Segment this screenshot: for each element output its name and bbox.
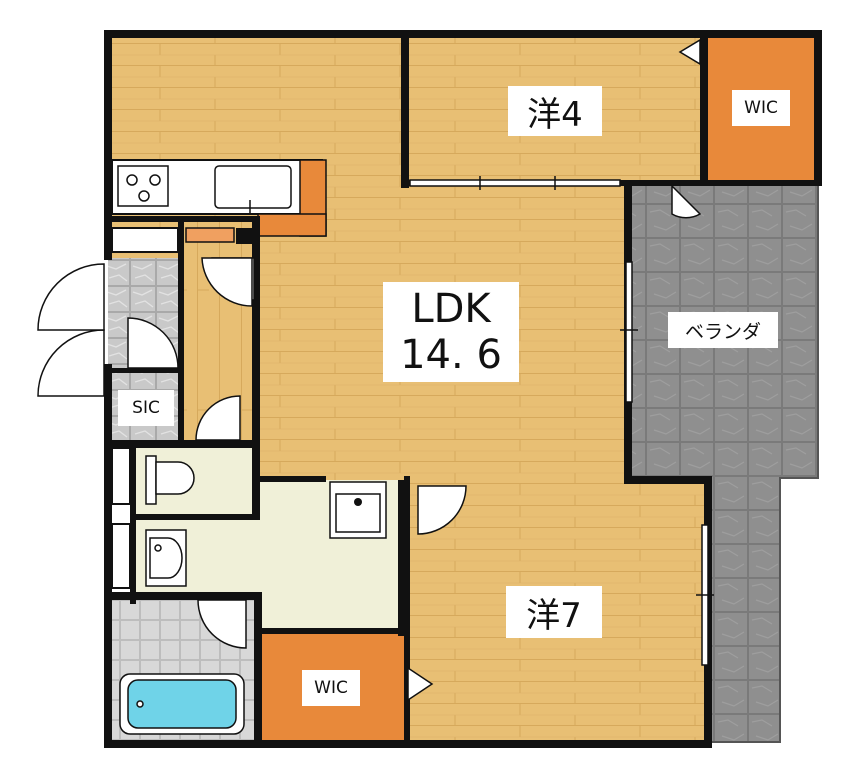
western-7-door: [417, 485, 467, 535]
ldk-size: 14. 6: [400, 332, 502, 378]
fixtures: [119, 455, 245, 735]
room-label-ldk: LDK 14. 6: [383, 282, 519, 382]
western-4-door: [678, 38, 701, 66]
kitchen-counter: [111, 159, 327, 253]
balcony-door: [671, 184, 702, 219]
doors: [37, 38, 702, 702]
room-label-wic-bottom: WIC: [302, 670, 360, 706]
room-label-sic: SIC: [118, 390, 174, 426]
toilet: [145, 455, 195, 505]
sink: [214, 165, 292, 209]
stove: [117, 165, 169, 207]
room-label-western-4: 洋4: [508, 86, 602, 136]
room-label-western-7: 洋7: [506, 586, 602, 638]
windows: [409, 176, 714, 666]
room-label-balcony: ベランダ: [668, 312, 778, 348]
entrance-door: [37, 329, 105, 397]
ldk-name: LDK: [411, 286, 491, 332]
bathtub: [119, 673, 245, 735]
room-label-wic-top: WIC: [732, 90, 790, 126]
washbasin: [145, 529, 187, 587]
